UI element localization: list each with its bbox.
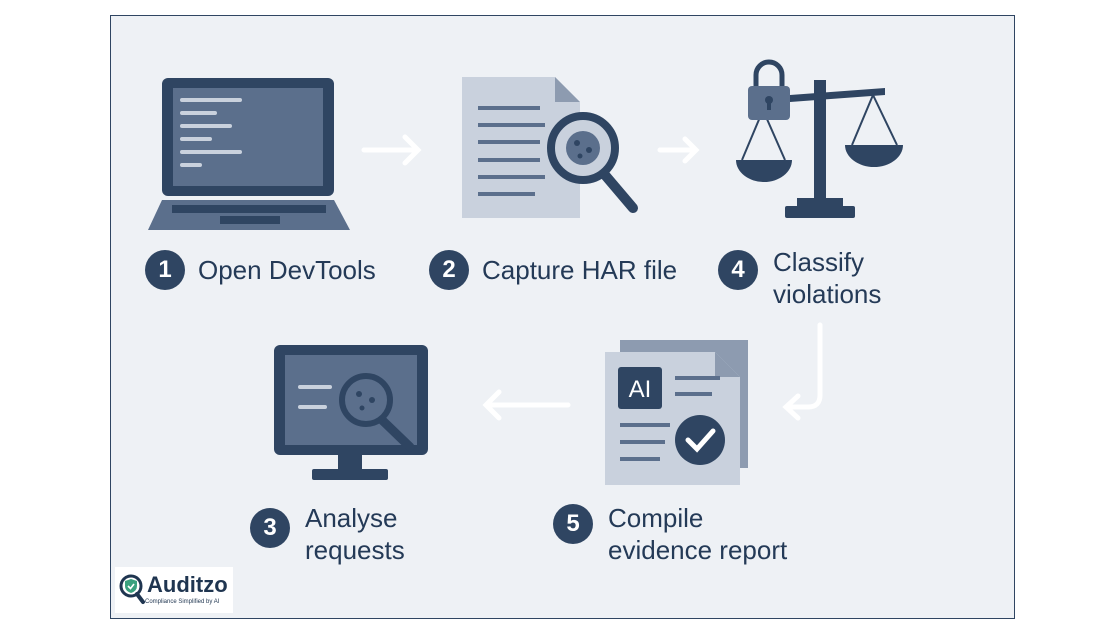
ai-badge: AI [629, 376, 652, 403]
step-4-label-line2: violations [773, 279, 882, 309]
arrow-left-icon [482, 389, 571, 421]
step-1-label: Open DevTools [198, 255, 376, 285]
arrow-curved-down-icon [782, 322, 823, 421]
step-2-label: Capture HAR file [482, 255, 678, 285]
step-5-label-line2: evidence report [608, 535, 788, 565]
step-1-number: 1 [145, 250, 185, 290]
ai-report-check-icon [605, 340, 748, 485]
document-magnifier-cookie-icon [462, 77, 638, 218]
step-5-label-line1: Compile [608, 503, 704, 533]
logo-tagline: Compliance Simplified by AI [145, 599, 220, 605]
step-4-number: 4 [718, 250, 758, 290]
step-3-label-line2: requests [305, 535, 405, 565]
step-4-label-line1: Classify [773, 247, 865, 277]
step-3-label-line1: Analyse [305, 503, 398, 533]
scales-lock-icon [736, 59, 903, 218]
arrow-right-icon [361, 134, 422, 166]
step-5-number: 5 [553, 504, 593, 544]
arrow-right-icon [657, 136, 700, 164]
auditzo-logo: Auditzo Compliance Simplified by AI [115, 567, 233, 613]
shield-check-magnifier-icon [119, 574, 145, 604]
monitor-cookie-search-icon [274, 345, 428, 480]
laptop-code-icon [148, 78, 350, 230]
step-2-number: 2 [429, 250, 469, 290]
logo-name: Auditzo [147, 572, 228, 597]
step-3-number: 3 [250, 508, 290, 548]
